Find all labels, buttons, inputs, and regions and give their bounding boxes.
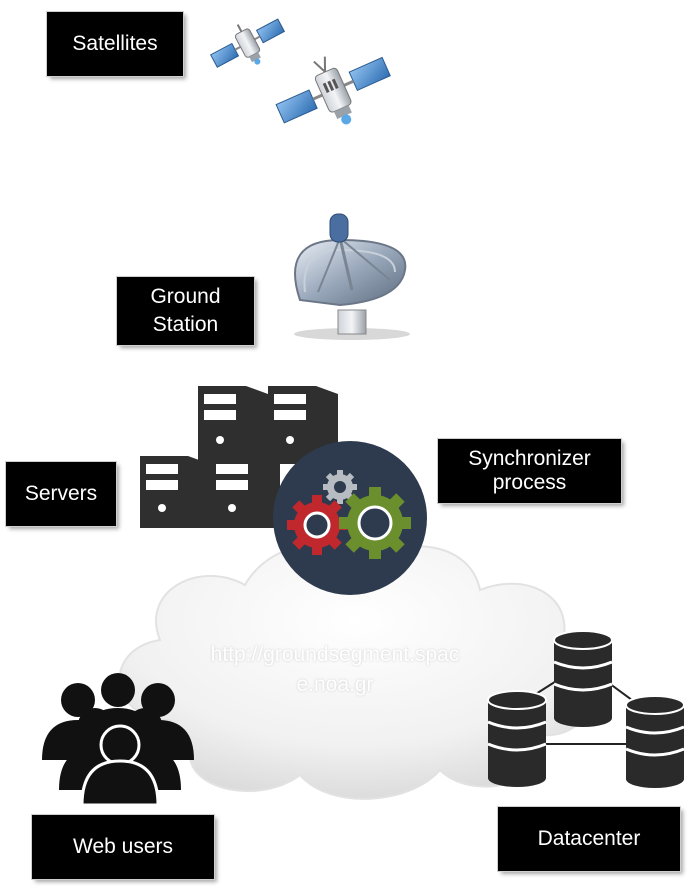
satellite-dish-icon: [294, 213, 410, 340]
servers-label: Servers: [5, 461, 117, 527]
servers-label-text: Servers: [24, 482, 98, 505]
ground-station-label-line1: Ground: [150, 285, 221, 308]
gears-icon: [273, 441, 427, 595]
cloud-url-text: http://groundsegment.spac e.noa.gr: [180, 640, 490, 700]
satellite-icon: [275, 56, 391, 125]
synchronizer-label-line1: Synchronizer: [468, 447, 591, 470]
server-tower-icon: [140, 386, 338, 528]
cloud-url-line1: http://groundsegment.spac: [210, 643, 460, 666]
satellites-label-text: Satellites: [72, 32, 158, 55]
web-users-label: Web users: [31, 814, 215, 880]
satellite-icon: [210, 18, 286, 68]
datacenter-label: Datacenter: [497, 806, 681, 872]
web-users-label-text: Web users: [73, 835, 173, 858]
ground-station-label: Ground Station: [116, 276, 255, 346]
users-group-icon: [42, 673, 194, 807]
synchronizer-process-label: Synchronizer process: [437, 438, 622, 504]
database-icon: [487, 630, 685, 788]
datacenter-label-text: Datacenter: [537, 827, 641, 850]
satellites-label: Satellites: [46, 11, 184, 77]
cloud-url-line2: e.noa.gr: [296, 673, 374, 696]
ground-station-label-line2: Station: [152, 313, 219, 336]
synchronizer-label-line2: process: [492, 471, 567, 494]
